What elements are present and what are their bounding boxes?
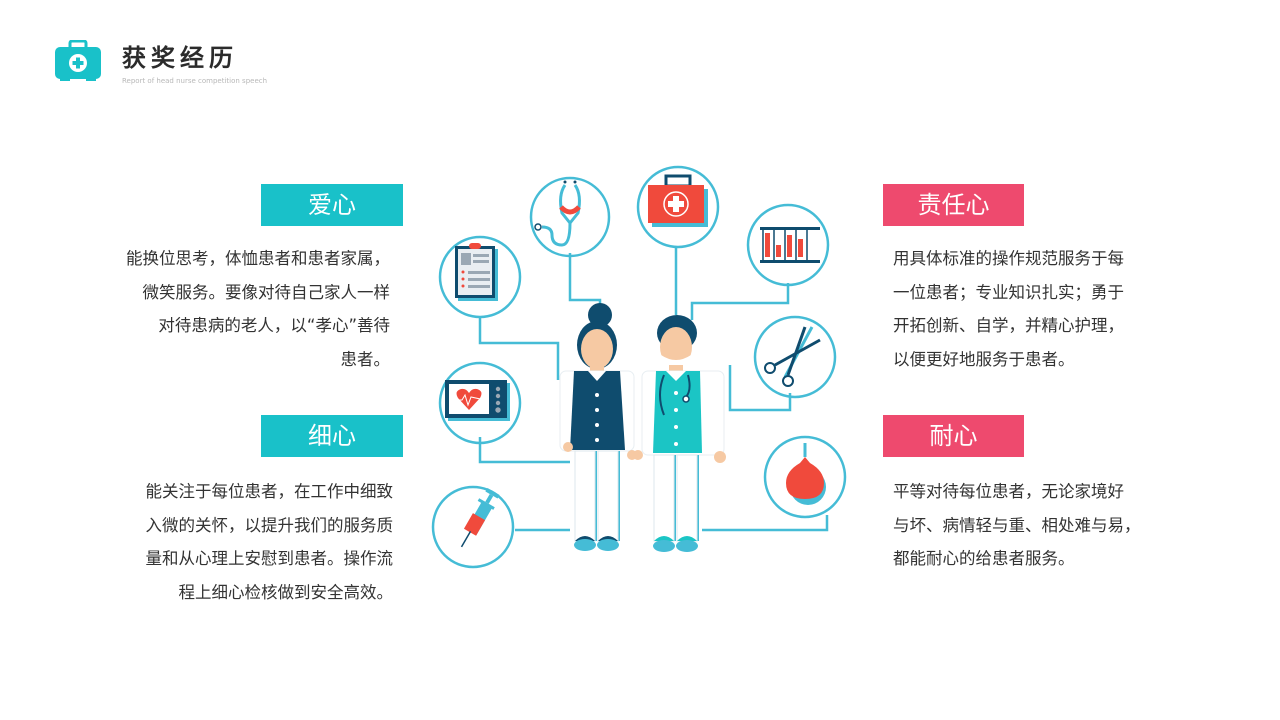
stethoscope-icon [534,180,581,247]
desc-line: 对待患病的老人，以“孝心”善待 [158,316,390,335]
doctor-figure [633,315,726,552]
test-tubes-icon [760,227,820,263]
desc-line: 用具体标准的操作规范服务于每 [893,249,1124,268]
desc-line: 能换位思考，体恤患者和患者家属， [126,249,390,268]
desc-love: 能换位思考，体恤患者和患者家属， 微笑服务。要像对待自己家人一样 对待患病的老人… [80,242,390,376]
syringe-icon [460,487,500,548]
desc-line: 程上细心检核做到安全高效。 [178,582,394,602]
first-aid-kit-icon [648,174,708,227]
page-title: 获奖经历 [122,44,238,72]
desc-line: 都能耐心的给患者服务。 [893,549,1075,568]
surgical-scissors-icon [764,326,821,387]
tag-love: 爱心 [261,184,403,226]
desc-care: 能关注于每位患者，在工作中细致 入微的关怀，以提升我们的服务质 量和从心理上安慰… [80,475,394,609]
desc-line: 与坏、病情轻与重、相处难与易， [893,515,1141,535]
medical-kit-icon [55,40,101,81]
desc-line: 以便更好地服务于患者。 [893,349,1075,369]
desc-line: 平等对待每位患者，无论家境好 [893,482,1124,501]
desc-line: 微笑服务。要像对待自己家人一样 [142,282,391,302]
desc-line: 开拓创新、自学，并精心护理， [893,316,1124,335]
desc-line: 患者。 [340,349,391,369]
suction-bulb-icon [786,443,826,505]
clipboard-icon [455,243,498,301]
tag-patience: 耐心 [883,415,1024,457]
tag-responsibility: 责任心 [883,184,1024,226]
desc-line: 能关注于每位患者，在工作中细致 [145,482,394,501]
desc-line: 入微的关怀，以提升我们的服务质 [145,515,394,535]
desc-responsibility: 用具体标准的操作规范服务于每 一位患者；专业知识扎实；勇于 开拓创新、自学，并精… [893,242,1124,376]
tag-care: 细心 [261,415,403,457]
page-subtitle: Report of head nurse competition speech [122,77,268,85]
heart-monitor-icon [445,380,510,421]
desc-line: 量和从心理上安慰到患者。操作流 [145,549,394,568]
medical-staff-illustration [431,165,847,569]
nurse-figure [559,303,637,551]
desc-patience: 平等对待每位患者，无论家境好 与坏、病情轻与重、相处难与易， 都能耐心的给患者服… [893,475,1141,576]
desc-line: 一位患者；专业知识扎实；勇于 [893,282,1124,302]
